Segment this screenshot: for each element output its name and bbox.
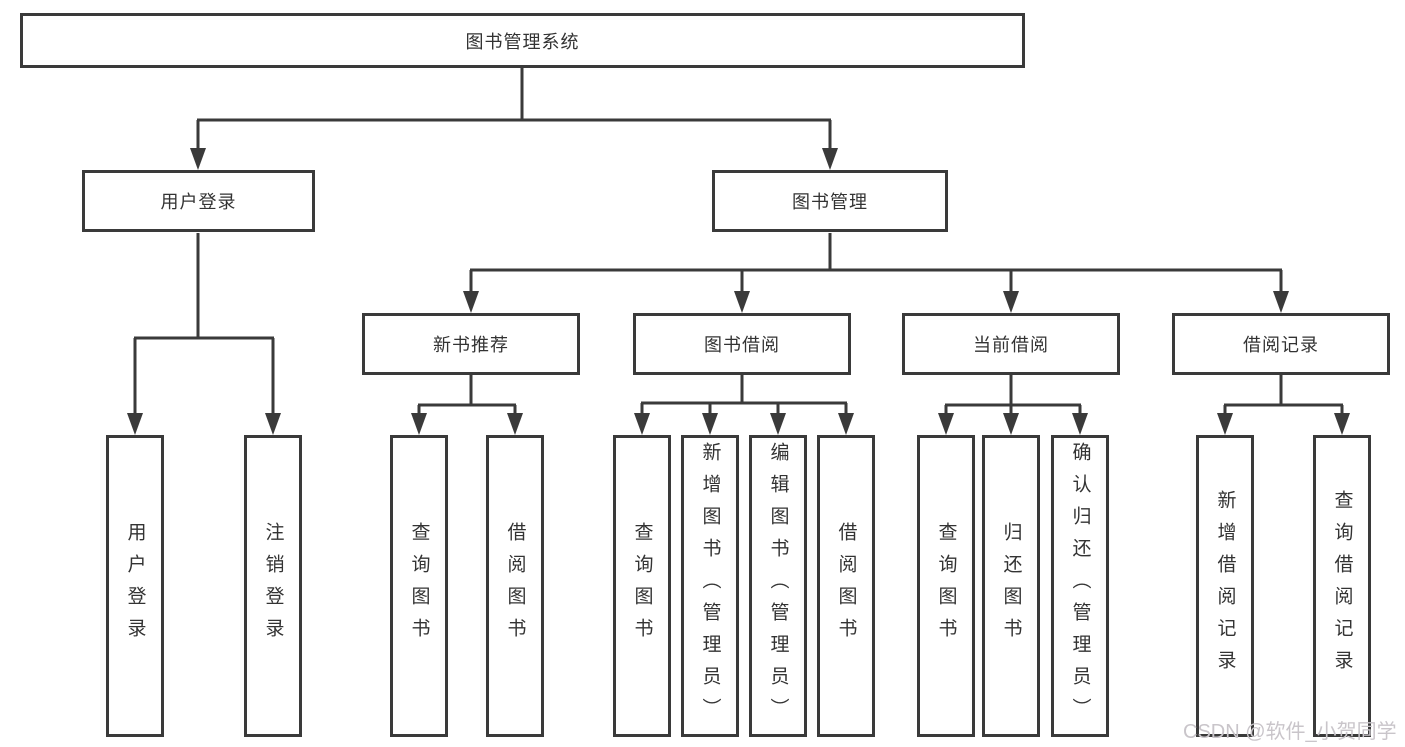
leaf-user-login-label: 用户登录 — [124, 522, 146, 650]
leaf-br-add-record: 新增借阅记录 — [1196, 435, 1254, 737]
leaf-cb-query-books: 查询图书 — [917, 435, 975, 737]
node-root-label: 图书管理系统 — [465, 31, 580, 52]
node-book-management-label: 图书管理 — [792, 192, 868, 212]
node-new-book-recommend-label: 新书推荐 — [433, 335, 509, 355]
node-borrowing-records: 借阅记录 — [1172, 313, 1390, 375]
leaf-cb-confirm-return-label: 确认归还（管理员） — [1069, 442, 1091, 730]
leaf-bb-query-books: 查询图书 — [613, 435, 671, 737]
leaf-bb-borrow-books: 借阅图书 — [817, 435, 875, 737]
node-user-login-label: 用户登录 — [160, 192, 237, 212]
leaf-logout-login-label: 注销登录 — [262, 522, 284, 650]
node-root: 图书管理系统 — [20, 13, 1025, 68]
leaf-cb-confirm-return: 确认归还（管理员） — [1051, 435, 1109, 737]
leaf-bb-query-books-label: 查询图书 — [631, 522, 653, 650]
leaf-br-add-record-label: 新增借阅记录 — [1214, 490, 1236, 682]
leaf-bb-edit-books-label: 编辑图书（管理员） — [767, 442, 789, 730]
node-user-login: 用户登录 — [82, 170, 315, 232]
leaf-bb-add-books-label: 新增图书（管理员） — [699, 442, 721, 730]
leaf-bb-edit-books: 编辑图书（管理员） — [749, 435, 807, 737]
leaf-cb-return-books-label: 归还图书 — [1000, 522, 1022, 650]
node-borrowing-records-label: 借阅记录 — [1243, 335, 1319, 355]
leaf-bb-borrow-books-label: 借阅图书 — [835, 522, 857, 650]
leaf-logout-login: 注销登录 — [244, 435, 302, 737]
node-new-book-recommend: 新书推荐 — [362, 313, 580, 375]
leaf-cb-return-books: 归还图书 — [982, 435, 1040, 737]
leaf-nbr-query-books-label: 查询图书 — [408, 522, 430, 650]
node-book-management: 图书管理 — [712, 170, 948, 232]
csdn-watermark: CSDN @软件_小贺同学 — [1183, 721, 1397, 743]
leaf-nbr-borrow-books-label: 借阅图书 — [504, 522, 526, 650]
node-book-borrowing: 图书借阅 — [633, 313, 851, 375]
leaf-nbr-query-books: 查询图书 — [390, 435, 448, 737]
node-current-borrowing-label: 当前借阅 — [973, 335, 1049, 355]
leaf-br-query-record-label: 查询借阅记录 — [1331, 490, 1353, 682]
leaf-user-login: 用户登录 — [106, 435, 164, 737]
arrowheads — [127, 148, 1350, 435]
node-book-borrowing-label: 图书借阅 — [704, 335, 780, 355]
leaf-br-query-record: 查询借阅记录 — [1313, 435, 1371, 737]
node-current-borrowing: 当前借阅 — [902, 313, 1120, 375]
leaf-bb-add-books: 新增图书（管理员） — [681, 435, 739, 737]
leaf-cb-query-books-label: 查询图书 — [935, 522, 957, 650]
leaf-nbr-borrow-books: 借阅图书 — [486, 435, 544, 737]
